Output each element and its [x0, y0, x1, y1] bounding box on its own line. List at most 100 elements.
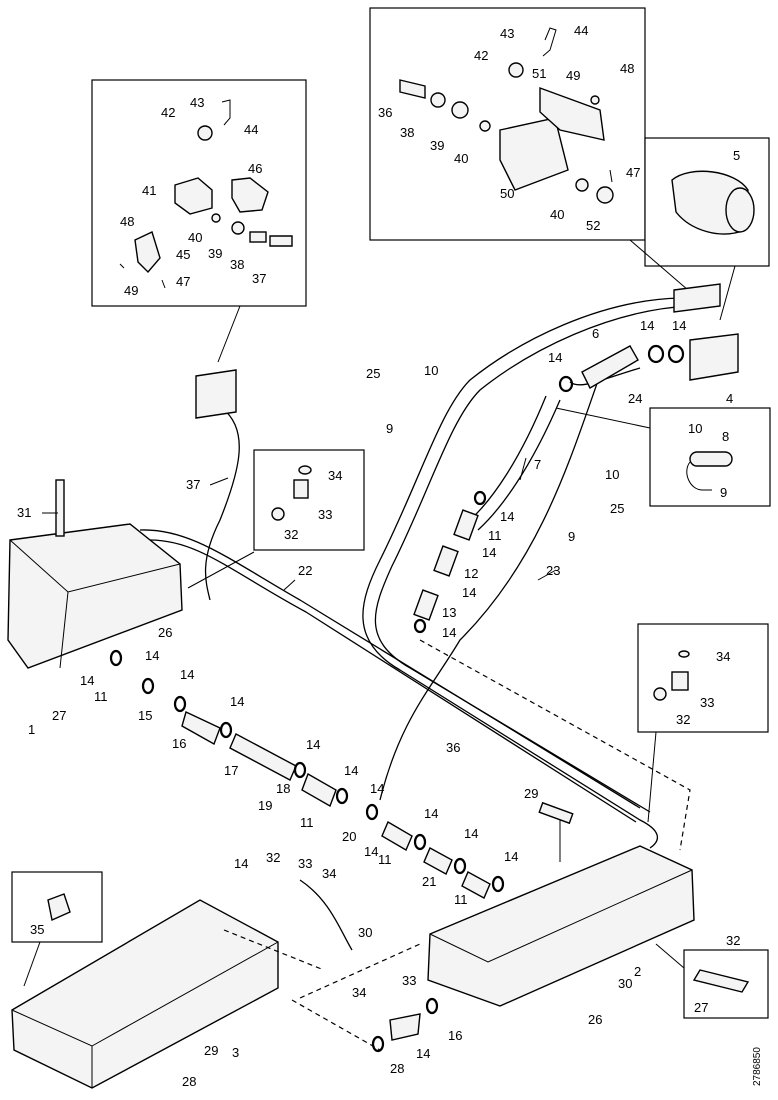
- callout-11: 11: [94, 689, 108, 704]
- callout-14: 14: [442, 625, 456, 640]
- callout-39: 39: [430, 138, 444, 153]
- callout-47: 47: [626, 165, 640, 180]
- callout-14: 14: [145, 648, 159, 663]
- callout-26: 26: [158, 625, 172, 640]
- callout-14: 28: [390, 1061, 404, 1076]
- callout-27: 27: [52, 708, 66, 723]
- callout-14: 14: [344, 763, 358, 778]
- callout-32: 32: [676, 712, 690, 727]
- callout-7: 7: [534, 457, 541, 472]
- detail-inset-valve-block-top: [369, 7, 646, 241]
- tank-3: [11, 899, 279, 1089]
- callout-36: 36: [446, 740, 460, 755]
- callout-40: 40: [188, 230, 202, 245]
- tank-1: [7, 523, 183, 669]
- detail-inset-fitting-right: [637, 623, 769, 733]
- callout-10: 10: [605, 467, 619, 482]
- callout-34: 34: [716, 649, 730, 664]
- plate-part: [692, 969, 750, 993]
- callout-10: 10: [688, 421, 702, 436]
- callout-45: 45: [176, 247, 190, 262]
- callout-37: 37: [186, 477, 200, 492]
- callout-14: 14: [672, 318, 686, 333]
- callout-40: 40: [454, 151, 468, 166]
- callout-14: 14: [500, 509, 514, 524]
- fuel-pump-part: [671, 170, 755, 235]
- callout-39: 39: [208, 246, 222, 261]
- fitting-right-parts: [653, 650, 690, 701]
- callout-51: 51: [532, 66, 546, 81]
- callout-14: 14: [180, 667, 194, 682]
- clamp-part: [686, 451, 733, 491]
- callout-14: 14: [370, 781, 384, 796]
- callout-14: 16: [448, 1028, 462, 1043]
- callout-32: 32: [284, 527, 298, 542]
- callout-28: 3: [232, 1045, 239, 1060]
- callout-38: 38: [400, 125, 414, 140]
- callout-9: 9: [720, 485, 727, 500]
- callout-11: 11: [300, 815, 314, 830]
- fitting-left-parts: [271, 465, 312, 521]
- callout-33: 33: [700, 695, 714, 710]
- callout-11: 11: [454, 892, 468, 907]
- tank-2: [427, 845, 695, 1007]
- callout-31: 31: [17, 505, 31, 520]
- callout-48: 48: [620, 61, 634, 76]
- callout-28: 28: [182, 1074, 196, 1089]
- callout-38: 38: [230, 257, 244, 272]
- callout-29: 27: [694, 1000, 708, 1015]
- callout-20: 20: [342, 829, 356, 844]
- callout-40: 40: [550, 207, 564, 222]
- callout-8: 8: [722, 429, 729, 444]
- callout-25: 25: [610, 501, 624, 516]
- callout-32: 33: [402, 973, 416, 988]
- callout-49: 49: [566, 68, 580, 83]
- callout-14: 14: [364, 844, 378, 859]
- callout-44: 44: [244, 122, 258, 137]
- inset-leaders: [23, 239, 736, 987]
- callout-3: 29: [204, 1043, 218, 1058]
- callout-23: 23: [546, 563, 560, 578]
- callout-14: 14: [424, 806, 438, 821]
- callout-9: 9: [568, 529, 575, 544]
- callout-41: 41: [142, 183, 156, 198]
- callout-15: 15: [138, 708, 152, 723]
- callout-11: 11: [488, 528, 502, 543]
- callout-42: 42: [474, 48, 488, 63]
- callout-33: 34: [352, 985, 366, 1000]
- callout-46: 46: [248, 161, 262, 176]
- callout-5: 5: [733, 148, 740, 163]
- callout-14: 14: [548, 350, 562, 365]
- fuel-lines: [139, 297, 691, 1051]
- callout-34: 30: [358, 925, 372, 940]
- callout-21: 21: [422, 874, 436, 889]
- callout-14: 14: [230, 694, 244, 709]
- callout-34: 34: [328, 468, 342, 483]
- callout-12: 12: [464, 566, 478, 581]
- callout-11: 11: [378, 852, 392, 867]
- callout-9: 9: [386, 421, 393, 436]
- callout-14: 14: [640, 318, 654, 333]
- callout-49: 49: [124, 283, 138, 298]
- callout-18: 18: [276, 781, 290, 796]
- callout-14: 14: [306, 737, 320, 752]
- callout-14: 14: [462, 585, 476, 600]
- callout-44: 44: [574, 23, 588, 38]
- hose-connectors: [55, 283, 739, 1053]
- callout-50: 50: [500, 186, 514, 201]
- callout-48: 48: [120, 214, 134, 229]
- callout-24: 24: [628, 391, 642, 406]
- callout-33: 33: [318, 507, 332, 522]
- callout-14: 14: [482, 545, 496, 560]
- callout-26: 2: [634, 964, 641, 979]
- callout-47: 47: [176, 274, 190, 289]
- valve-block-top-parts: [399, 27, 614, 204]
- callout-10: 10: [424, 363, 438, 378]
- callout-14: 14: [504, 849, 518, 864]
- callout-2: 30: [618, 976, 632, 991]
- callout-52: 52: [586, 218, 600, 233]
- callout-33: 32: [266, 850, 280, 865]
- callout-1: 1: [28, 722, 35, 737]
- callout-22: 22: [298, 563, 312, 578]
